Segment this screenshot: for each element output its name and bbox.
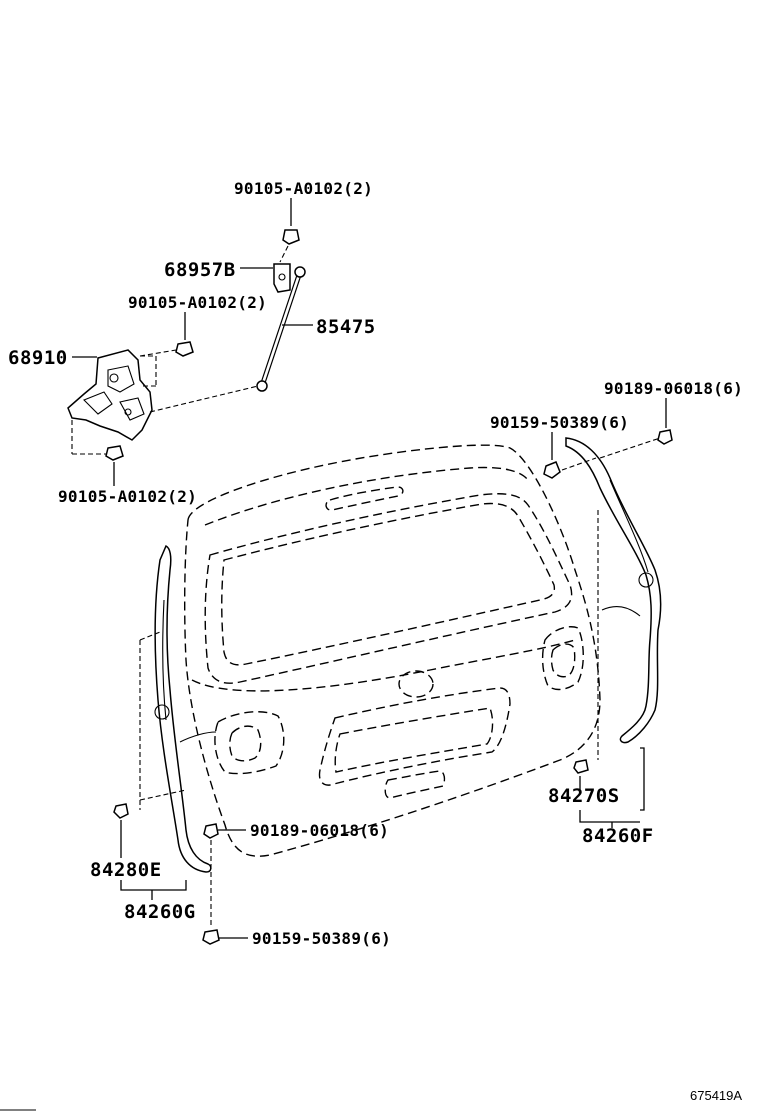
damper-stay-85475 bbox=[256, 266, 313, 392]
callout-bracket: 68957B bbox=[164, 259, 236, 281]
callout-seal-part-left: 84280E bbox=[90, 859, 162, 881]
callout-bolt-lower: 90105-A0102(2) bbox=[58, 487, 197, 506]
bracket-68957B bbox=[240, 263, 291, 293]
motor-68910 bbox=[67, 349, 259, 455]
back-door-outline bbox=[183, 444, 601, 857]
callout-clip-left: 90189-06018(6) bbox=[250, 821, 389, 840]
weatherstrip-left bbox=[113, 544, 248, 945]
callout-motor: 68910 bbox=[8, 347, 68, 369]
callout-seal-assy-left: 84260G bbox=[124, 901, 196, 923]
bolt-mid bbox=[175, 312, 194, 357]
callout-screw-left: 90159-50389(6) bbox=[252, 929, 391, 948]
callout-seal-assy-right: 84260F bbox=[582, 825, 654, 847]
callout-bolt-mid: 90105-A0102(2) bbox=[128, 293, 267, 312]
bolt-top bbox=[279, 198, 300, 263]
callout-clip-right: 90189-06018(6) bbox=[604, 379, 743, 398]
weatherstrip-right bbox=[543, 398, 673, 828]
callout-bolt-top: 90105-A0102(2) bbox=[234, 179, 373, 198]
callout-seal-part-right: 84270S bbox=[548, 785, 620, 807]
callout-stay-rod: 85475 bbox=[316, 316, 376, 338]
bolt-lower bbox=[105, 445, 124, 486]
figure-id: 675419A bbox=[690, 1088, 742, 1103]
callout-screw-right: 90159-50389(6) bbox=[490, 413, 629, 432]
